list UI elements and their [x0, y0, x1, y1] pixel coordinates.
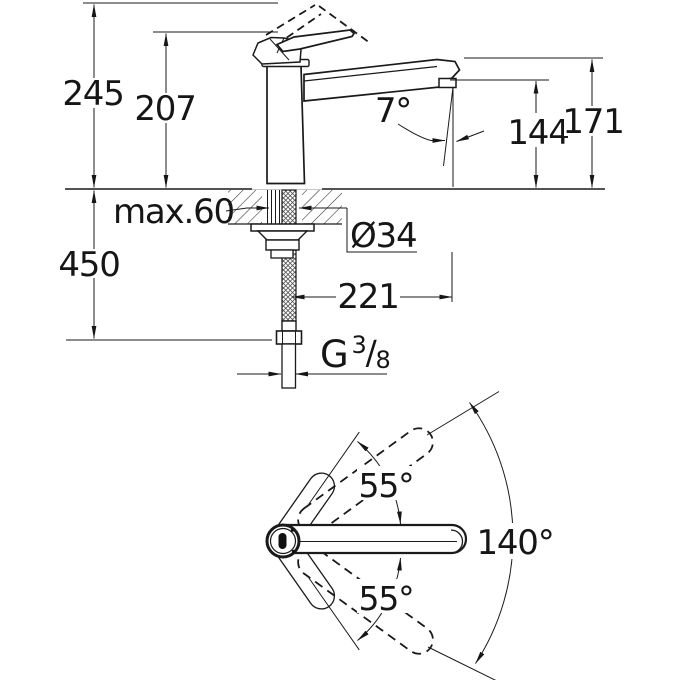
dimension-221: 221: [291, 252, 453, 317]
top-view: 55° 55° 140°: [265, 391, 555, 680]
dim-450-label: 450: [58, 245, 119, 285]
dim-245-label: 245: [62, 74, 123, 114]
lever-raised-dashed: [265, 4, 371, 46]
pivot-slot: [278, 533, 287, 549]
thread-numerator: 3: [351, 331, 365, 359]
dimension-450: 450: [58, 190, 121, 339]
dim-140-label: 140°: [476, 523, 553, 563]
pivot-base: [265, 523, 301, 559]
dim-144-label: 144: [507, 113, 568, 153]
aerator: [438, 77, 457, 89]
dim-7deg-label: 7°: [375, 91, 411, 131]
base-plate: [252, 183, 322, 190]
mounting-nut-small: [270, 249, 294, 259]
dimension-171: 171: [464, 57, 625, 188]
label-hole-diameter: Ø34: [346, 208, 418, 256]
dim-171-label: 171: [562, 102, 623, 142]
hose-collar: [281, 320, 297, 332]
dimension-245: 245: [62, 4, 125, 188]
mounting-hardware: [250, 189, 315, 389]
dimension-140: 140°: [426, 391, 555, 680]
dim-207-label: 207: [134, 89, 195, 129]
dimension-55-upper: 55°: [357, 441, 415, 525]
dim-221-label: 221: [337, 277, 398, 317]
mounting-cone: [256, 230, 309, 241]
dim-55-upper-label: 55°: [359, 466, 414, 505]
front-view: 245 207 450 max.60 Ø34: [58, 2, 625, 389]
mounting-nut: [265, 239, 300, 251]
mounting-washer: [250, 223, 315, 232]
connection-pipe: [281, 343, 297, 389]
hose-nut: [275, 330, 303, 345]
dimension-max60: max.60: [113, 192, 347, 232]
faucet-front: [252, 4, 461, 190]
thread-slash: /: [366, 333, 378, 372]
annotation-spout-angle: 7°: [375, 86, 485, 187]
dimension-55-lower: 55°: [357, 557, 415, 641]
dim-55-lower-label: 55°: [359, 579, 414, 618]
faucet-body-column: [266, 65, 306, 185]
dim-o34-label: Ø34: [350, 216, 416, 256]
dimension-144: 144: [450, 79, 570, 188]
handle-lever: [275, 29, 356, 53]
thread-denominator: 8: [375, 346, 389, 374]
dim-max60-label: max.60: [113, 192, 234, 232]
thread-g: G: [320, 333, 347, 376]
dimension-207: 207: [134, 33, 197, 188]
spout-top-center: [270, 523, 468, 555]
